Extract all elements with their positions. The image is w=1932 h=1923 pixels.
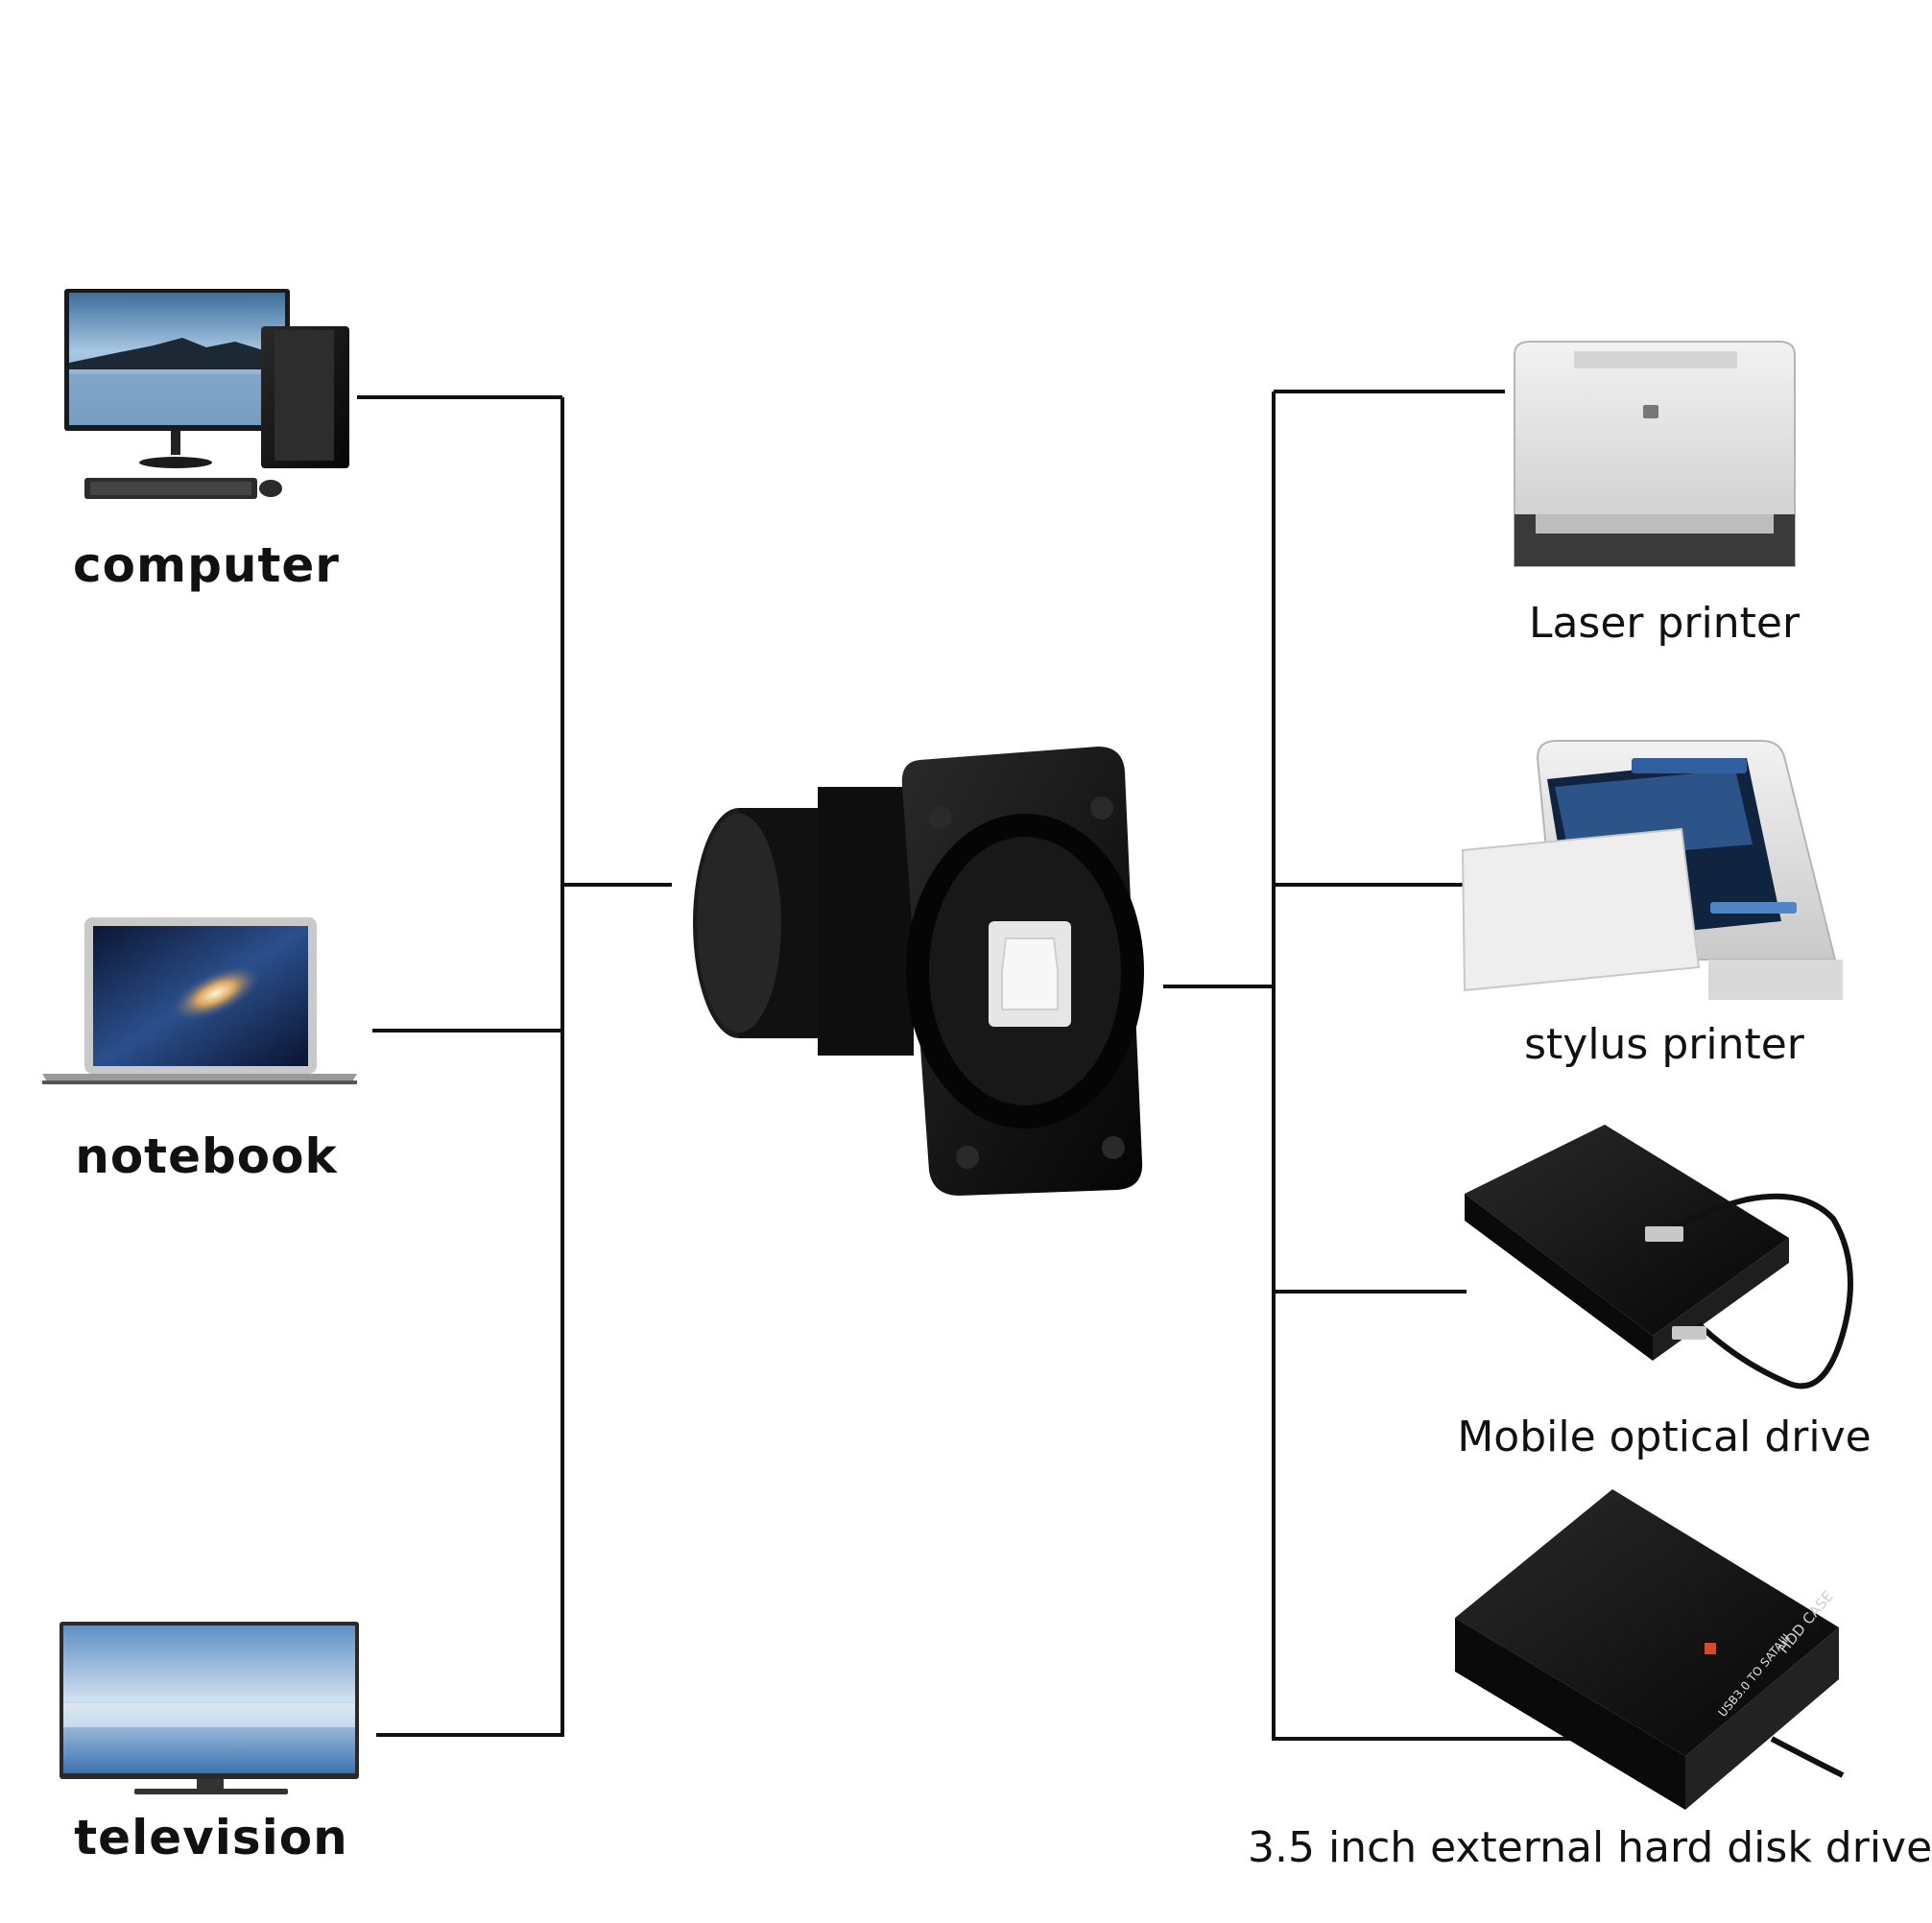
label-notebook: notebook (75, 1128, 338, 1184)
optical-drive-icon (1465, 1125, 1853, 1389)
hdd-enclosure-icon: HDD CASE USB3.0 TO SATAIII (1455, 1489, 1845, 1810)
laptop-icon (42, 917, 357, 1084)
connection-lines (357, 390, 1574, 1741)
label-hdd: 3.5 inch external hard disk drive (1248, 1823, 1932, 1872)
label-computer: computer (73, 537, 340, 593)
dot-matrix-printer-icon (1461, 740, 1843, 1000)
label-mobile-optical-drive: Mobile optical drive (1457, 1413, 1872, 1461)
label-stylus-printer: stylus printer (1524, 1020, 1804, 1069)
desktop-computer-icon (64, 289, 349, 499)
usb-b-panel-mount-connector-icon (693, 747, 1144, 1196)
laser-printer-icon (1514, 341, 1796, 567)
television-icon (60, 1622, 359, 1794)
label-television: television (74, 1810, 348, 1865)
label-laser-printer: Laser printer (1528, 599, 1801, 648)
